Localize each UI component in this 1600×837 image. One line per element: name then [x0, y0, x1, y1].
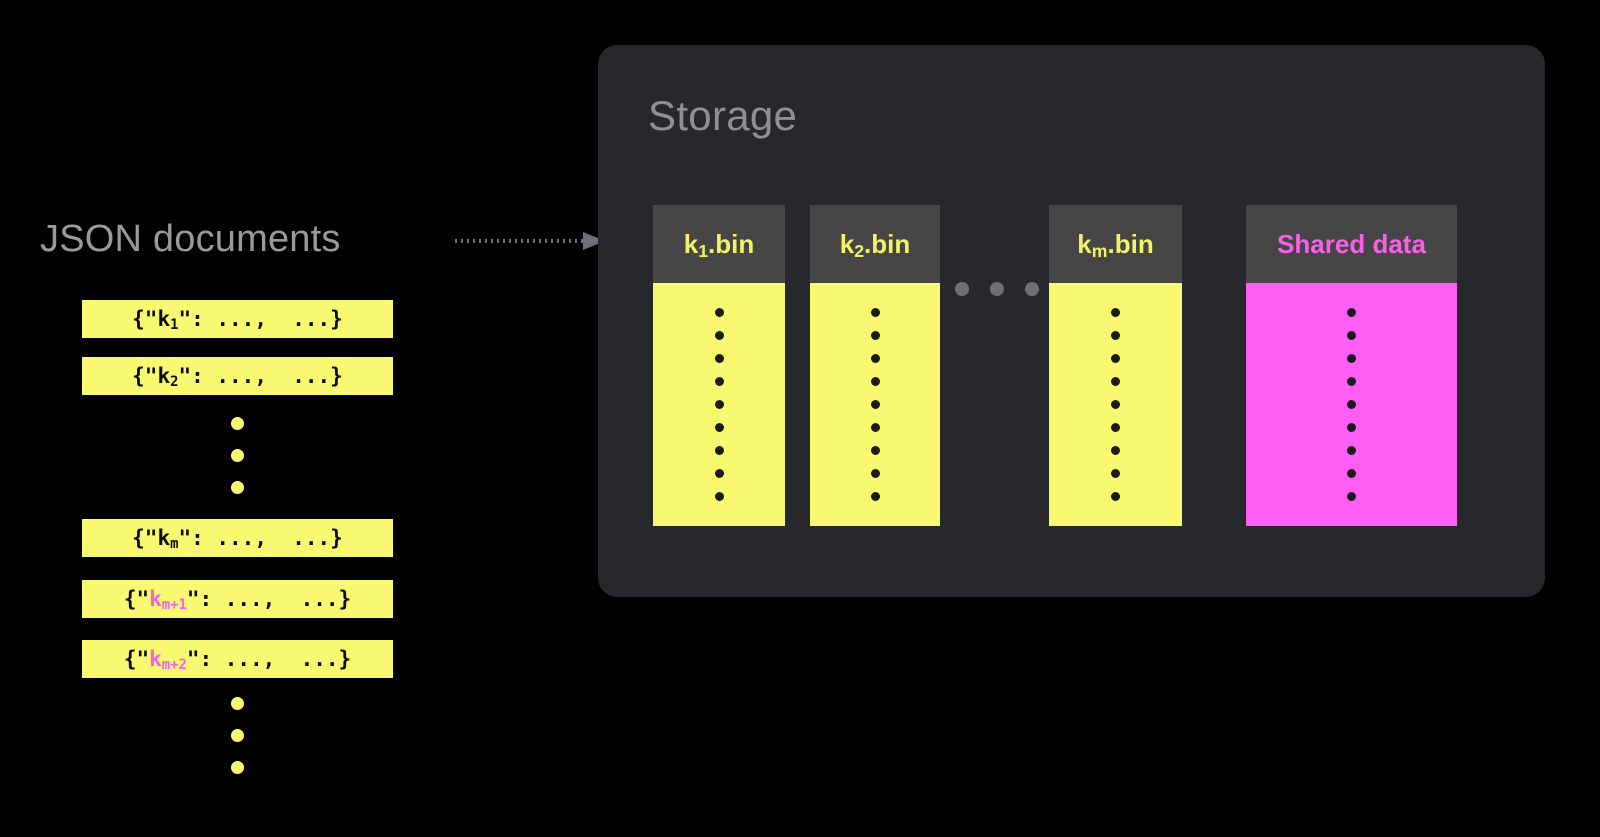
json-document-text: {"k1": ..., ...}	[132, 306, 343, 333]
subscript-m-plus-1: m+1	[161, 596, 187, 613]
record-dot	[714, 331, 724, 340]
storage-bin-body	[1049, 283, 1182, 526]
record-dot	[1347, 492, 1356, 501]
storage-bin-label: km.bin	[1077, 229, 1154, 261]
record-dot	[714, 446, 724, 455]
record-dot	[870, 446, 880, 455]
record-dot	[870, 308, 880, 317]
record-dot	[870, 469, 880, 478]
record-dot	[1111, 331, 1120, 340]
ellipsis-dot	[231, 449, 244, 462]
bin-extension: .bin	[864, 229, 911, 259]
json-document-box-km: {"km": ..., ...}	[82, 519, 393, 557]
record-dot	[714, 308, 724, 317]
record-dot	[1111, 423, 1120, 432]
storage-panel: Storage k1.bin k2.bin	[598, 45, 1545, 597]
storage-bin-body	[810, 283, 940, 526]
storage-bin-label: Shared data	[1277, 229, 1426, 259]
json-document-text: {"k2": ..., ...}	[132, 363, 343, 390]
storage-bin-header: k2.bin	[810, 205, 940, 283]
json-documents-title: JSON documents	[40, 218, 341, 260]
record-dot	[870, 492, 880, 501]
record-dot	[1111, 400, 1120, 409]
record-dot	[870, 331, 880, 340]
record-dot	[870, 377, 880, 386]
storage-panel-title: Storage	[648, 92, 798, 139]
storage-bin-km[interactable]: km.bin	[1049, 205, 1182, 526]
subscript-m: m	[1091, 240, 1108, 261]
json-document-box-k2: {"k2": ..., ...}	[82, 357, 393, 395]
subscript-2: 2	[854, 240, 865, 261]
json-document-box-k1: {"k1": ..., ...}	[82, 300, 393, 338]
record-dot	[1111, 354, 1120, 363]
storage-bin-body	[1246, 283, 1457, 526]
record-dot	[1347, 308, 1356, 317]
storage-bin-shared-data[interactable]: Shared data	[1246, 205, 1457, 526]
subscript-1: 1	[170, 316, 179, 333]
subscript-2: 2	[170, 373, 179, 390]
record-dot	[1111, 492, 1120, 501]
ellipsis-dot	[231, 481, 244, 494]
ellipsis-dot	[1025, 282, 1039, 296]
record-dot	[870, 423, 880, 432]
storage-bin-header: km.bin	[1049, 205, 1182, 283]
record-dot	[1347, 469, 1356, 478]
json-document-box-km1: {"km+1": ..., ...}	[82, 580, 393, 618]
storage-bin-body	[653, 283, 785, 526]
ellipsis-dot	[955, 282, 969, 296]
subscript-m: m	[170, 535, 179, 552]
subscript-1: 1	[698, 240, 709, 261]
bin-extension: .bin	[1107, 229, 1154, 259]
storage-bins-ellipsis	[955, 282, 1039, 296]
record-dot	[714, 423, 724, 432]
record-dot	[1347, 331, 1356, 340]
flow-arrow-icon	[455, 232, 605, 250]
json-documents-column: JSON documents {"k1": ..., ...} {"k2": .…	[0, 0, 598, 837]
record-dot	[1347, 423, 1356, 432]
documents-vertical-ellipsis-top	[231, 417, 244, 494]
bin-extension: .bin	[708, 229, 755, 259]
ellipsis-dot	[231, 417, 244, 430]
record-dot	[1111, 377, 1120, 386]
subscript-m-plus-2: m+2	[161, 656, 187, 673]
record-dot	[870, 354, 880, 363]
storage-bin-k1[interactable]: k1.bin	[653, 205, 785, 526]
record-dot	[1347, 354, 1356, 363]
record-dot	[714, 400, 724, 409]
record-dot	[1111, 446, 1120, 455]
storage-bin-k2[interactable]: k2.bin	[810, 205, 940, 526]
ellipsis-dot	[231, 761, 244, 774]
record-dot	[714, 492, 724, 501]
record-dot	[1347, 400, 1356, 409]
record-dot	[1347, 446, 1356, 455]
record-dot	[1111, 308, 1120, 317]
json-document-text: {"km+2": ..., ...}	[123, 646, 352, 673]
ellipsis-dot	[990, 282, 1004, 296]
storage-bin-header: k1.bin	[653, 205, 785, 283]
json-document-text: {"km+1": ..., ...}	[123, 586, 352, 613]
record-dot	[714, 377, 724, 386]
record-dot	[714, 354, 724, 363]
ellipsis-dot	[231, 697, 244, 710]
record-dot	[1347, 377, 1356, 386]
json-document-text: {"km": ..., ...}	[132, 525, 343, 552]
storage-bin-header: Shared data	[1246, 205, 1457, 283]
storage-bin-label: k1.bin	[683, 229, 755, 261]
json-document-box-km2: {"km+2": ..., ...}	[82, 640, 393, 678]
ellipsis-dot	[231, 729, 244, 742]
record-dot	[1111, 469, 1120, 478]
record-dot	[870, 400, 880, 409]
record-dot	[714, 469, 724, 478]
storage-bin-label: k2.bin	[839, 229, 911, 261]
documents-vertical-ellipsis-bottom	[231, 697, 244, 774]
